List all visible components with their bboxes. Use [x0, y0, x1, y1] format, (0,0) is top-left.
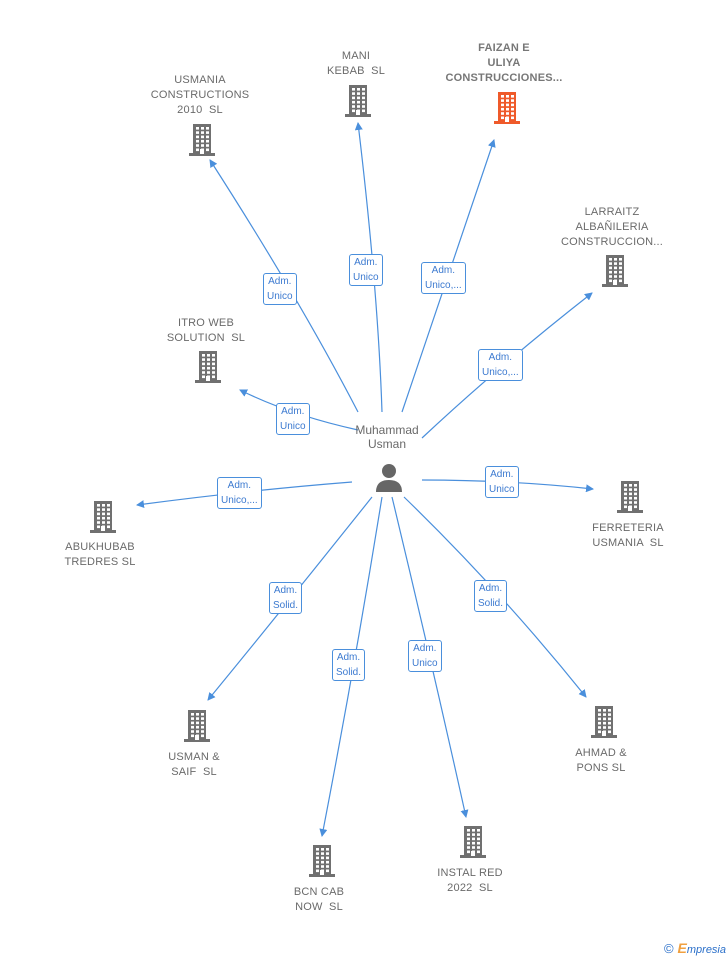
role-label-itro-web[interactable]: Adm. Unico — [276, 403, 310, 435]
brand-name: mpresia — [686, 944, 726, 956]
building-icon[interactable] — [182, 709, 212, 743]
company-name-itro-web[interactable]: ITRO WEB SOLUTION SL — [166, 317, 246, 344]
copyright-icon: © — [663, 941, 674, 956]
role-label-bcn-cab[interactable]: Adm. Solid. — [332, 649, 366, 681]
role-label-usmania-constructions[interactable]: Adm. Unico — [263, 273, 297, 305]
company-name-ferreteria-usmania[interactable]: FERRETERIA USMANIA SL — [592, 522, 664, 549]
company-name-instal-red[interactable]: INSTAL RED 2022 SL — [437, 867, 503, 894]
building-icon[interactable] — [600, 254, 630, 288]
company-name-usman-saif[interactable]: USMAN & SAIF SL — [168, 751, 220, 778]
role-label-abukhubab[interactable]: Adm. Unico,... — [217, 477, 262, 509]
company-name-ahmad-pons[interactable]: AHMAD & PONS SL — [575, 747, 627, 774]
company-name-usmania-constructions[interactable]: USMANIA CONSTRUCTIONS 2010 SL — [150, 74, 250, 116]
building-icon[interactable] — [193, 350, 223, 384]
building-icon[interactable] — [458, 825, 488, 859]
role-label-larraitz[interactable]: Adm. Unico,... — [478, 349, 523, 381]
role-label-usman-saif[interactable]: Adm. Solid. — [269, 582, 303, 614]
role-label-instal-red[interactable]: Adm. Unico — [408, 640, 442, 672]
company-name-larraitz[interactable]: LARRAITZ ALBAÑILERIA CONSTRUCCION... — [561, 206, 663, 248]
building-icon[interactable] — [187, 123, 217, 157]
role-label-ferreteria-usmania[interactable]: Adm. Unico — [485, 466, 519, 498]
building-icon[interactable] — [88, 500, 118, 534]
brand-footer: ©Empresia — [664, 940, 726, 956]
building-icon[interactable] — [615, 480, 645, 514]
role-label-faizan-e-uliya[interactable]: Adm. Unico,... — [421, 262, 466, 294]
company-name-mani-kebab[interactable]: MANI KEBAB SL — [326, 50, 386, 77]
person-icon[interactable] — [374, 462, 404, 492]
company-name-abukhubab[interactable]: ABUKHUBAB TREDRES SL — [64, 541, 136, 568]
company-name-faizan-e-uliya[interactable]: FAIZAN E ULIYA CONSTRUCCIONES... — [445, 42, 563, 84]
brand-logo-mark: E — [677, 940, 687, 956]
person-name[interactable]: Muhammad Usman — [355, 423, 419, 451]
role-label-mani-kebab[interactable]: Adm. Unico — [349, 254, 383, 286]
building-icon[interactable] — [589, 705, 619, 739]
company-name-bcn-cab[interactable]: BCN CAB NOW SL — [293, 886, 345, 913]
role-label-ahmad-pons[interactable]: Adm. Solid. — [474, 580, 508, 612]
building-icon[interactable] — [307, 844, 337, 878]
building-icon[interactable] — [343, 84, 373, 118]
building-highlight-icon[interactable] — [492, 91, 522, 125]
